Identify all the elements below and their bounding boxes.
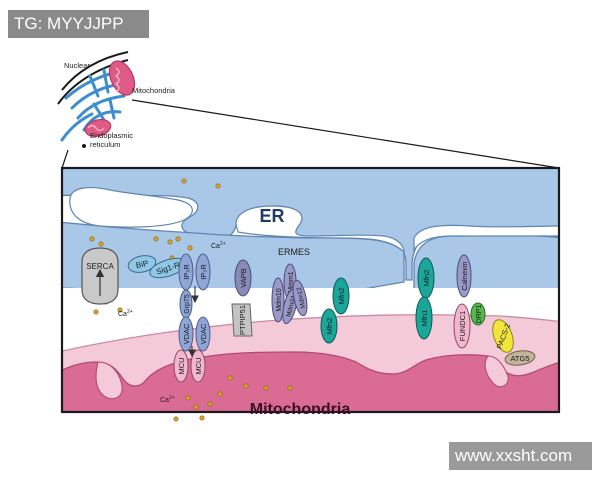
mfn2-er-right: Mfn2 <box>417 257 435 299</box>
label-ptpip51: PTPIP51 <box>238 305 247 335</box>
er-hole-left <box>69 187 193 228</box>
mfn2-mito-left: Mfn2 <box>320 308 338 344</box>
label-drp1: DRP1 <box>476 305 483 324</box>
er-hole-right <box>413 224 559 253</box>
label-fundc1: FUNDC1 <box>458 311 467 341</box>
label-mcu-1: MCU <box>177 357 186 374</box>
mfn1-protein: Mfn1 <box>415 296 433 340</box>
er-hole-middle <box>235 205 405 254</box>
zoom-connector-lines <box>61 99 560 169</box>
ermes-complex: Mmm1 Mdm10 Mdm34 Mdm12 <box>271 263 308 325</box>
inset-label-er-line2: reticulum <box>90 140 120 149</box>
ip3r-channel-1: IP₃R <box>178 253 194 291</box>
mfn2-er-left: Mfn2 <box>332 277 350 315</box>
label-vdac-2: VDAC <box>199 323 208 344</box>
label-bip: BiP <box>135 259 149 270</box>
label-vdac-1: VDAC <box>182 323 191 344</box>
label-mmm1: Mmm1 <box>288 271 295 292</box>
label-grp75: Grp75 <box>184 294 191 314</box>
label-mitochondria: Mitochondria <box>250 401 351 418</box>
vdac-channel-2: VDAC <box>195 316 211 352</box>
fundc1-protein: FUNDC1 <box>453 303 471 349</box>
inset-label-er-line1: Endoplasmic <box>90 131 133 140</box>
label-ip3r-1: IP₃R <box>182 264 191 280</box>
inset-label-mitochondria: Mitochondria <box>132 86 176 95</box>
mcu-channel-1: MCU <box>173 349 189 383</box>
label-mfn2-mito-left: Mfn2 <box>325 318 334 335</box>
label-calnexin: Calnexin <box>460 261 469 290</box>
label-mfn2-er-right: Mfn2 <box>422 270 431 287</box>
mito-crista-left <box>95 361 123 400</box>
inset-sketch: Nuclear Mitochondria Endoplasmic reticul… <box>57 51 176 149</box>
vdac-channel-1: VDAC <box>178 316 194 352</box>
label-mcu-2: MCU <box>194 357 203 374</box>
label-mfn1: Mfn1 <box>420 310 429 327</box>
contact-site-panel <box>62 168 559 412</box>
inset-zoom-marker <box>82 144 86 148</box>
drp1-protein: DRP1 <box>470 302 486 326</box>
bip-protein: BiP <box>127 255 157 273</box>
mitochondria-sketch-icon <box>84 60 136 138</box>
panel-frame <box>60 166 561 414</box>
ca-label-er: Ca2+ <box>211 241 226 250</box>
watermark-bottom: www.xxsht.com <box>449 442 592 470</box>
serca-pump: SERCA <box>81 247 119 305</box>
mdm12-protein: Mdm12 <box>292 279 308 317</box>
mito-crista-right <box>484 355 509 388</box>
label-mdm12: Mdm12 <box>296 286 307 309</box>
ip3r-channel-2: IP₃R <box>195 253 211 291</box>
watermark-top: TG: MYYJJPP <box>8 10 149 38</box>
label-er: ER <box>259 206 284 226</box>
grp75-protein: Grp75 <box>179 289 193 319</box>
ca-label-serca: Ca2+ <box>118 309 133 318</box>
atg5-protein: ATG5 <box>504 350 536 366</box>
label-vapb: VAPB <box>239 268 248 287</box>
label-mdm10: Mdm10 <box>276 288 283 311</box>
mdm10-protein: Mdm10 <box>271 277 285 323</box>
label-ermes: ERMES <box>278 247 310 257</box>
sig1r-protein: Sig1-R <box>149 257 187 279</box>
label-atg5: ATG5 <box>510 354 529 363</box>
calnexin-protein: Calnexin <box>456 254 472 298</box>
ca-label-mito: Ca2+ <box>160 395 175 404</box>
label-ip3r-2: IP₃R <box>199 264 208 280</box>
label-serca: SERCA <box>86 262 114 271</box>
mcu-channel-2: MCU <box>190 349 206 383</box>
inset-label-nuclear: Nuclear <box>64 61 90 70</box>
label-mfn2-er-left: Mfn2 <box>337 288 346 305</box>
vapb-protein: VAPB <box>234 259 252 297</box>
pacs2-protein: PACS-2 <box>492 319 514 353</box>
ptpip51-protein: PTPIP51 <box>231 303 253 337</box>
